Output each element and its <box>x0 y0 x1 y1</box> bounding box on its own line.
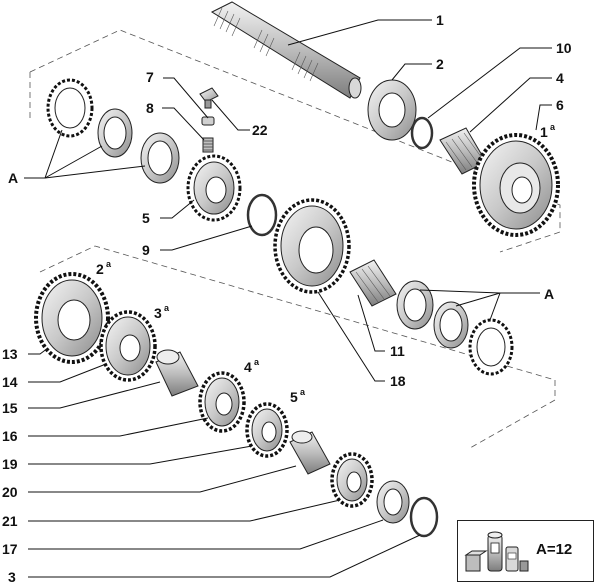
legend-box: A=12 <box>457 520 594 582</box>
callout-11: 11 <box>390 343 405 359</box>
callout-18: 18 <box>390 373 406 389</box>
callout-2: 2 <box>436 56 444 72</box>
sync-cone-lower-2 <box>433 301 469 349</box>
callout-5a: 5 <box>290 389 298 405</box>
gear-1a <box>472 133 560 237</box>
main-shaft <box>210 1 362 99</box>
gear-3a <box>99 310 157 382</box>
sync-cone-upper-2 <box>97 108 133 158</box>
callout-1: 1 <box>436 12 444 28</box>
callout-8: 8 <box>146 100 154 116</box>
callout-3: 3 <box>8 569 16 585</box>
callout-5: 5 <box>142 210 150 226</box>
lower-dashed-frame <box>39 245 556 449</box>
bearing-17 <box>376 480 410 524</box>
callout-6: 6 <box>556 97 564 113</box>
legend-text: A=12 <box>536 541 573 558</box>
upper-dashed-frame <box>29 29 561 253</box>
sync-ring-upper-3 <box>140 132 180 184</box>
callout-4a-sup: a <box>254 357 260 367</box>
spring-8 <box>202 137 214 153</box>
callout-22: 22 <box>252 122 268 138</box>
gear-4a <box>198 371 246 433</box>
ring-10 <box>410 116 434 150</box>
sync-ring-upper-1 <box>46 78 94 138</box>
needle-bearing-11 <box>349 259 397 307</box>
callout-3a-sup: a <box>164 303 170 313</box>
callout-1a: 1 <box>540 124 548 140</box>
bearing-2 <box>367 79 417 141</box>
kit-parts-icon <box>464 531 529 572</box>
callout-5a-sup: a <box>300 387 306 397</box>
callout-20: 20 <box>2 484 18 500</box>
bushing-20 <box>289 430 331 475</box>
synchro-hub-5 <box>186 154 242 222</box>
callout-19: 19 <box>2 456 18 472</box>
bushing-15 <box>155 349 199 397</box>
callout-10: 10 <box>556 40 572 56</box>
callout-7: 7 <box>146 69 154 85</box>
gear-5a <box>245 402 289 458</box>
callout-15: 15 <box>2 400 18 416</box>
sync-ring-lower-1 <box>396 280 434 330</box>
callout-21: 21 <box>2 513 18 529</box>
ring-9 <box>246 193 278 237</box>
callout-13: 13 <box>2 346 18 362</box>
callout-2a: 2 <box>96 261 104 277</box>
gear-2a <box>34 272 110 364</box>
key-22 <box>199 87 219 109</box>
callout-3a: 3 <box>154 305 162 321</box>
callout-1a-sup: a <box>550 122 556 132</box>
callout-4: 4 <box>556 70 564 86</box>
ring-3 <box>409 496 439 538</box>
callout-17: 17 <box>2 541 18 557</box>
gear-21 <box>330 452 374 508</box>
callout-16: 16 <box>2 428 18 444</box>
leader-lines <box>24 19 552 578</box>
callout-A-upper: A <box>8 170 18 186</box>
sync-ring-lower-3 <box>468 318 514 376</box>
callout-4a: 4 <box>244 359 252 375</box>
callout-2a-sup: a <box>106 259 112 269</box>
pad-7 <box>201 116 215 126</box>
sleeve-18 <box>273 198 351 294</box>
callout-9: 9 <box>142 242 150 258</box>
callout-A-lower: A <box>544 286 554 302</box>
callout-14: 14 <box>2 374 18 390</box>
